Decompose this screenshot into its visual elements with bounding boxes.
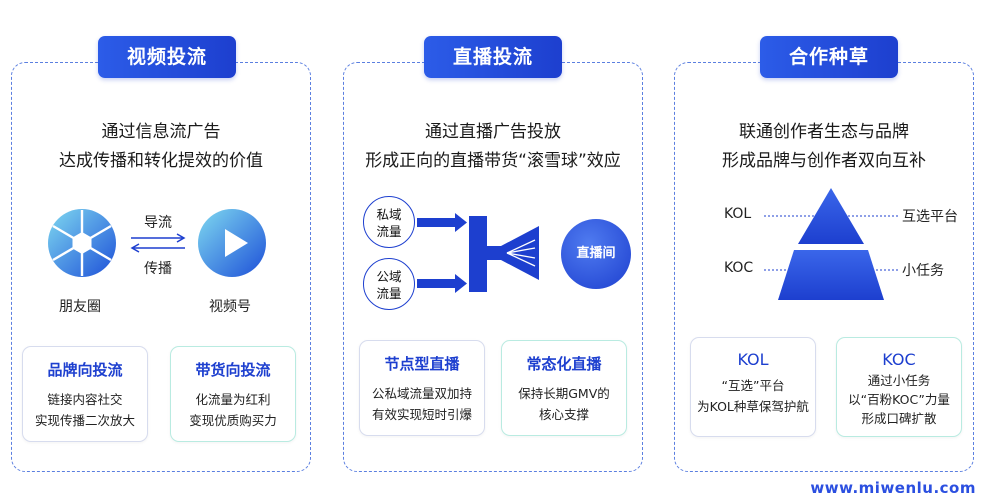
aperture-icon	[48, 209, 116, 277]
public-traffic-node: 公域 流量	[363, 258, 415, 310]
tab-live-ads[interactable]: 直播投流	[424, 36, 562, 78]
panel-1-content: 通过信息流广告 达成传播和转化提效的价值 朋友圈 导流 传播	[11, 62, 311, 472]
card-node-live[interactable]: 节点型直播 公私域流量双加持 有效实现短时引爆	[359, 340, 485, 436]
label-channels: 视频号	[209, 299, 251, 315]
tab-seeding[interactable]: 合作种草	[760, 36, 898, 78]
label-koc: KOC	[724, 260, 754, 276]
label-moments: 朋友圈	[59, 299, 101, 315]
card-sales-ads[interactable]: 带货向投流 化流量为红利 变现优质购买力	[170, 346, 296, 442]
card-koc[interactable]: KOC 通过小任务 以“百粉KOC”力量 形成口碑扩散	[836, 337, 962, 437]
funnel-flow-icon	[417, 213, 539, 293]
label-kol: KOL	[724, 206, 752, 222]
play-icon	[198, 209, 266, 277]
panel-2-content: 通过直播广告投放 形成正向的直播带货“滚雪球”效应 私域 流量 公域 流量 直播…	[343, 62, 643, 472]
tab-video-ads[interactable]: 视频投流	[98, 36, 236, 78]
panel-1-headline: 通过信息流广告 达成传播和转化提效的价值	[59, 122, 263, 171]
watermark: www.miwenlu.com	[810, 479, 976, 497]
private-traffic-node: 私域 流量	[363, 196, 415, 248]
label-small-task: 小任务	[902, 263, 944, 279]
card-regular-live[interactable]: 常态化直播 保持长期GMV的 核心支撑	[501, 340, 627, 436]
live-room-node: 直播间	[561, 219, 631, 289]
card-brand-ads[interactable]: 品牌向投流 链接内容社交 实现传播二次放大	[22, 346, 148, 442]
panel-2-headline: 通过直播广告投放 形成正向的直播带货“滚雪球”效应	[365, 122, 621, 171]
double-arrow-icon	[130, 233, 186, 253]
label-spread: 传播	[144, 261, 172, 277]
pyramid-icon	[764, 188, 900, 300]
panel-3-content: 联通创作者生态与品牌 形成品牌与创作者双向互补 KOL KOC 互选平台 小任务…	[674, 62, 974, 472]
panel-3-headline: 联通创作者生态与品牌 形成品牌与创作者双向互补	[722, 122, 926, 171]
label-guide-flow: 导流	[144, 215, 172, 231]
label-select-platform: 互选平台	[902, 209, 958, 225]
card-kol[interactable]: KOL “互选”平台 为KOL种草保驾护航	[690, 337, 816, 437]
